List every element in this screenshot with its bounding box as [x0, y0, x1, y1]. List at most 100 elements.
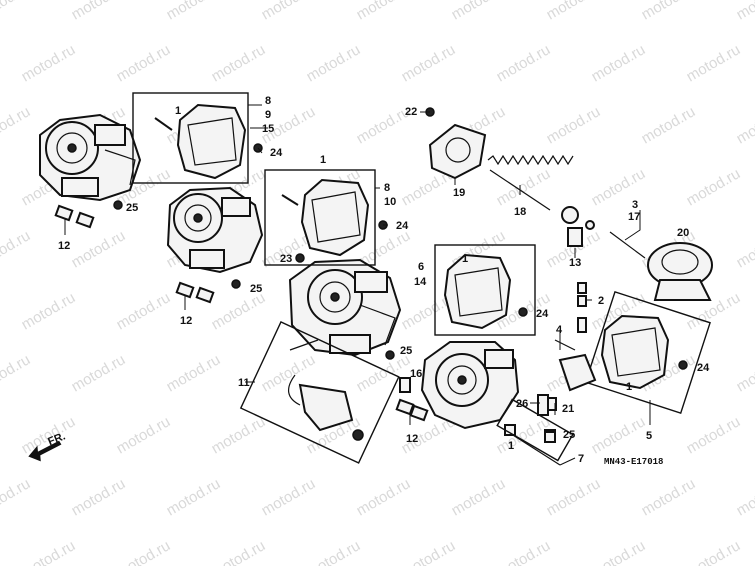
callout-1: 1 — [320, 154, 326, 166]
diaphragm-vacuum-piston — [647, 242, 713, 301]
watermark-text: motod.ru — [399, 41, 459, 85]
watermark-text: motod.ru — [69, 227, 129, 271]
callout-17: 17 — [628, 211, 640, 223]
callout-2: 2 — [598, 295, 604, 307]
top-cover-set-a — [132, 92, 249, 184]
watermark-text: motod.ru — [544, 475, 604, 519]
watermark-text: motod.ru — [589, 537, 649, 566]
watermark-text: motod.ru — [734, 475, 755, 519]
top-cover-set-c — [434, 244, 536, 336]
watermark-text: motod.ru — [164, 475, 224, 519]
callout-8: 8 — [384, 182, 390, 194]
watermark-text: motod.ru — [494, 165, 554, 209]
watermark-text: motod.ru — [69, 475, 129, 519]
watermark-text: motod.ru — [544, 103, 604, 147]
watermark-text: motod.ru — [639, 103, 699, 147]
watermark-text: motod.ru — [0, 475, 33, 519]
screw-set — [113, 107, 688, 443]
watermark-text: motod.ru — [304, 41, 364, 85]
watermark-text: motod.ru — [0, 0, 33, 23]
float-valve-assembly — [554, 282, 597, 392]
carburetor-body-1 — [39, 113, 142, 202]
diagram-code: MN43-E17018 — [604, 457, 663, 467]
callout-5: 5 — [646, 430, 652, 442]
watermark-text: motod.ru — [114, 41, 174, 85]
callout-8: 8 — [265, 95, 271, 107]
callout-14: 14 — [414, 276, 427, 288]
callout-15: 15 — [262, 123, 274, 135]
watermark-text: motod.ru — [114, 537, 174, 566]
watermark-text: motod.ru — [639, 0, 699, 23]
watermark-text: motod.ru — [684, 537, 744, 566]
callout-24: 24 — [270, 147, 283, 159]
watermark-text: motod.ru — [589, 41, 649, 85]
callout-11: 11 — [238, 377, 250, 389]
watermark-text: motod.ru — [114, 289, 174, 333]
callout-24: 24 — [697, 362, 710, 374]
watermark-text: motod.ru — [494, 537, 554, 566]
watermark-text: motod.ru — [259, 475, 319, 519]
callout-26: 26 — [516, 398, 528, 410]
watermark-text: motod.ru — [304, 537, 364, 566]
carburetor-body-3 — [288, 258, 402, 357]
watermark-text: motod.ru — [19, 289, 79, 333]
callout-18: 18 — [514, 206, 526, 218]
watermark-text: motod.ru — [734, 0, 755, 23]
watermark-text: motod.ru — [494, 41, 554, 85]
callout-12: 12 — [180, 315, 192, 327]
callout-24: 24 — [536, 308, 549, 320]
callout-24: 24 — [396, 220, 409, 232]
watermark-text: motod.ru — [69, 351, 129, 395]
linkage-bracket-assembly — [239, 321, 400, 464]
watermark-text: motod.ru — [19, 41, 79, 85]
callout-25: 25 — [126, 202, 138, 214]
top-cover-set-b — [264, 169, 376, 266]
callout-10: 10 — [384, 196, 396, 208]
jet-kit-small-parts — [54, 204, 429, 422]
jet-needle-assembly — [496, 394, 574, 466]
watermark-text: motod.ru — [19, 537, 79, 566]
watermark-text: motod.ru — [209, 41, 269, 85]
watermark-text: motod.ru — [0, 227, 33, 271]
watermark-text: motod.ru — [209, 413, 269, 457]
callout-16: 16 — [410, 368, 422, 380]
watermark-text: motod.ru — [544, 0, 604, 23]
watermark-text: motod.ru — [734, 351, 755, 395]
callout-4: 4 — [556, 324, 563, 336]
watermark-text: motod.ru — [734, 103, 755, 147]
callout-21: 21 — [562, 403, 574, 415]
carburetor-body-2 — [166, 186, 264, 274]
callout-12: 12 — [406, 433, 418, 445]
callout-6: 6 — [418, 261, 424, 273]
callout-12: 12 — [58, 240, 70, 252]
watermark-text: motod.ru — [164, 0, 224, 23]
watermark-text: motod.ru — [0, 351, 33, 395]
callout-25: 25 — [250, 283, 262, 295]
watermark-text: motod.ru — [589, 413, 649, 457]
watermark-text: motod.ru — [589, 165, 649, 209]
watermark-text: motod.ru — [354, 0, 414, 23]
callout-1: 1 — [626, 381, 632, 393]
watermark-text: motod.ru — [69, 0, 129, 23]
callout-25: 25 — [400, 345, 412, 357]
diaphragm-cover — [428, 123, 487, 180]
callout-25: 25 — [563, 429, 575, 441]
callout-9: 9 — [265, 109, 271, 121]
watermark-text: motod.ru — [399, 537, 459, 566]
watermark-text: motod.ru — [0, 103, 33, 147]
leader-lines — [64, 104, 651, 466]
callout-1: 1 — [462, 253, 468, 265]
callout-3: 3 — [632, 199, 638, 211]
watermark-text: motod.ru — [449, 475, 509, 519]
callout-23: 23 — [280, 253, 292, 265]
callout-22: 22 — [405, 106, 417, 118]
callout-1: 1 — [508, 440, 514, 452]
callout-20: 20 — [677, 227, 689, 239]
piston-needle-parts — [561, 206, 646, 259]
watermark-text: motod.ru — [734, 227, 755, 271]
watermark-text: motod.ru — [449, 0, 509, 23]
watermark-text: motod.ru — [209, 289, 269, 333]
watermark-text: motod.ru — [639, 475, 699, 519]
